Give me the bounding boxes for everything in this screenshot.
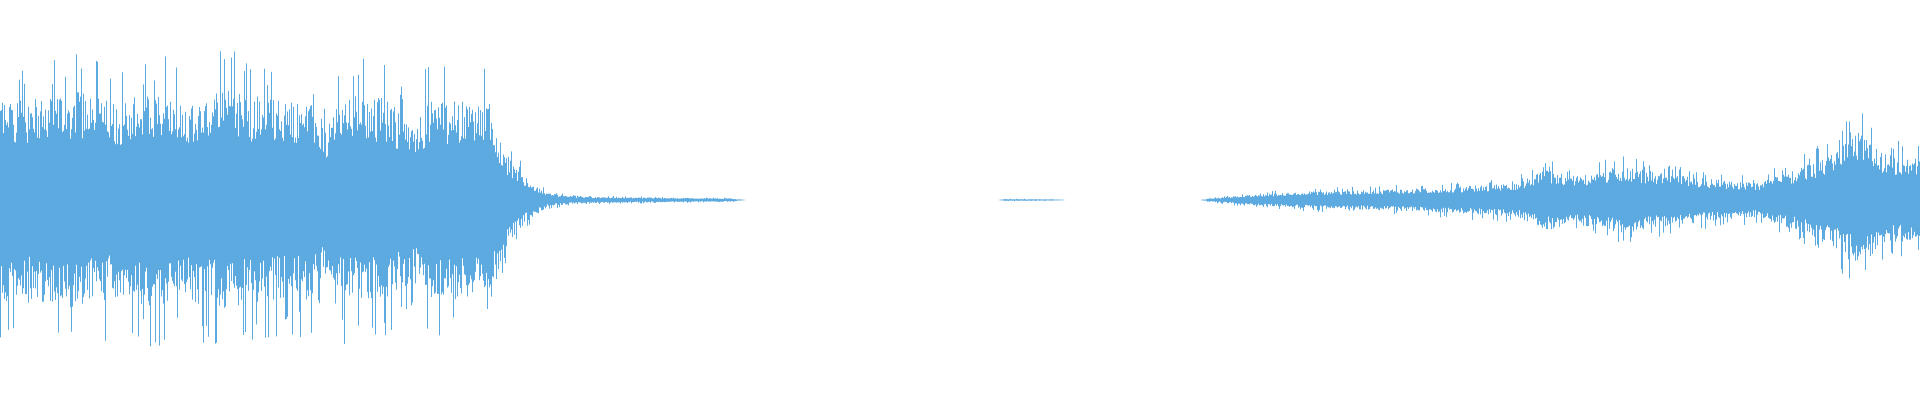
- waveform-core: [0, 139, 1920, 261]
